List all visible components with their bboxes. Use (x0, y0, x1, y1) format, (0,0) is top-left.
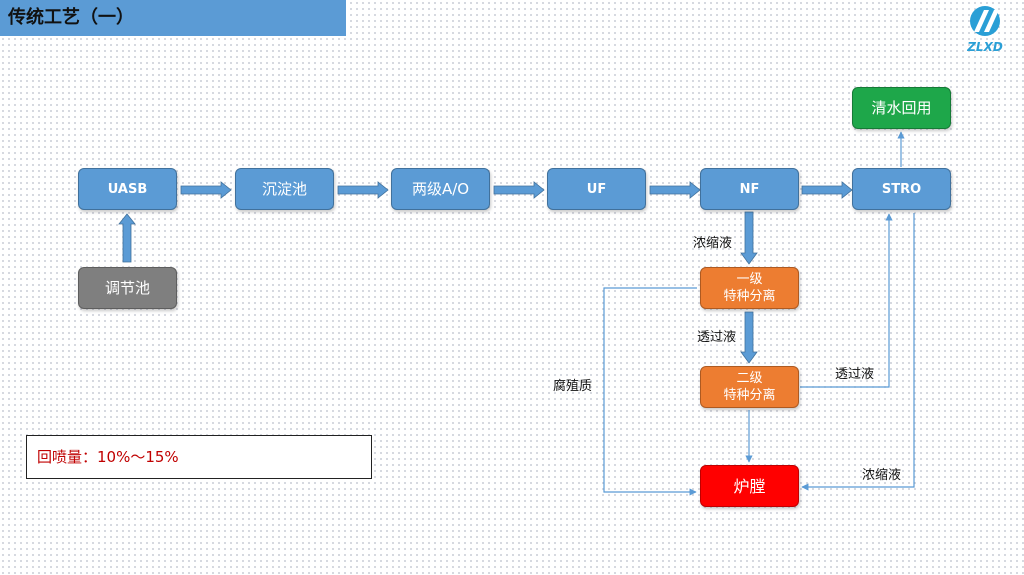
node-furnace: 炉膛 (700, 465, 799, 507)
node-sep1: 一级 特种分离 (700, 267, 799, 309)
page-title: 传统工艺（一） (0, 0, 346, 36)
node-reuse-label: 清水回用 (871, 98, 932, 117)
node-stro-label: STRO (881, 181, 922, 197)
node-regulating: 调节池 (78, 267, 177, 309)
line-sep2-permeate-stro (800, 213, 893, 388)
label-sep1-permeate: 透过液 (697, 330, 737, 345)
node-sediment-label: 沉淀池 (261, 179, 307, 198)
node-furnace-label: 炉膛 (733, 476, 766, 496)
svg-text:ZLXD: ZLXD (966, 40, 1003, 54)
node-sep1-line2: 特种分离 (723, 289, 776, 304)
block-arrow-uf-nf (649, 181, 701, 199)
label-nf-concentrate: 浓缩液 (693, 236, 733, 251)
block-arrow-uasb-sediment (180, 181, 232, 199)
node-stro: STRO (852, 168, 951, 210)
line-sep1-humic-furnace (603, 287, 697, 496)
zlxd-logo-icon: ZLXD (966, 6, 1003, 54)
node-ao: 两级A/O (391, 168, 490, 210)
node-sep2-line2: 特种分离 (723, 388, 776, 403)
block-arrow-nf-stro (801, 181, 853, 199)
node-uf-label: UF (586, 181, 607, 197)
node-nf-label: NF (739, 181, 760, 197)
label-sep2-permeate: 透过液 (835, 367, 875, 382)
node-uf: UF (547, 168, 646, 210)
block-arrow-ao-uf (493, 181, 545, 199)
node-uasb-label: UASB (107, 181, 148, 197)
label-stro-concentrate: 浓缩液 (862, 468, 902, 483)
block-arrow-nf-sep1 (740, 211, 758, 265)
node-nf: NF (700, 168, 799, 210)
label-humic: 腐殖质 (553, 379, 593, 394)
node-ao-label: 两级A/O (411, 179, 470, 198)
line-stro-concentrate-furnace (801, 213, 915, 491)
node-uasb: UASB (78, 168, 177, 210)
block-arrow-sep1-sep2 (740, 311, 758, 364)
node-reuse: 清水回用 (852, 87, 951, 129)
block-arrow-sediment-ao (337, 181, 389, 199)
node-sediment: 沉淀池 (235, 168, 334, 210)
block-arrow-regulating-uasb (118, 213, 136, 263)
node-sep2-line1: 二级 (736, 371, 763, 386)
node-sep1-line1: 一级 (736, 272, 763, 287)
recirculation-note: 回喷量：10%～15% (26, 435, 372, 479)
node-regulating-label: 调节池 (104, 278, 150, 297)
node-sep2: 二级 特种分离 (700, 366, 799, 408)
